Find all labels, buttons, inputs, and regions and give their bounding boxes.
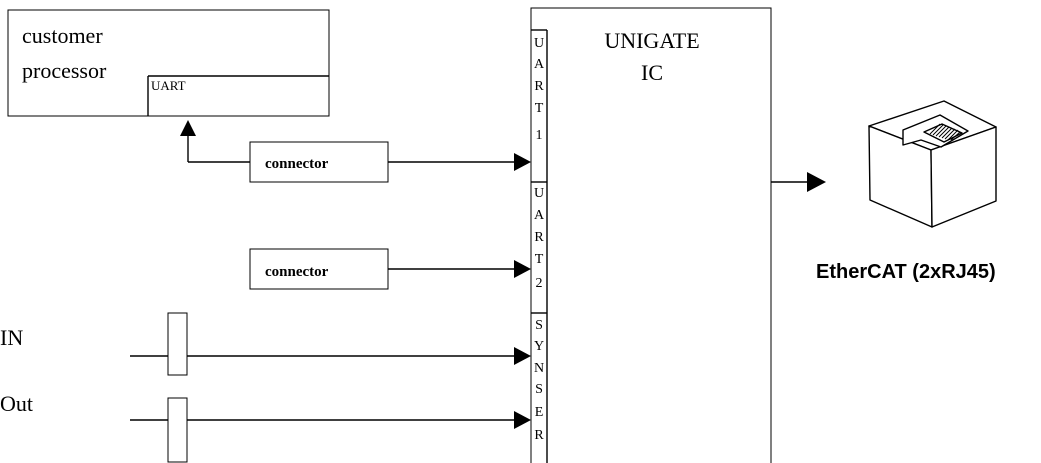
uart1-letter: T [535,101,544,116]
unigate-title-line1: UNIGATE [604,28,699,53]
synser-letter: R [534,428,544,443]
uart1-input-arrow-icon [514,153,531,171]
customer-processor-box [7,9,330,117]
connector-1-box [249,141,389,183]
uart2-input-arrow-icon [514,260,531,278]
uart2-letter: U [534,186,544,201]
uart1-letter: U [534,36,544,51]
out-label: Out [0,391,33,416]
unigate-ic-block: UNIGATE IC U A R T 1 U A R T 2 S Y N S E… [530,7,772,463]
uart1-letter: R [534,79,544,94]
customer-processor-title-line2: processor [22,58,107,83]
customer-uart-label: UART [151,78,186,93]
customer-uart-link [180,120,250,163]
synser-letter: Y [534,339,544,354]
uart2-letter: T [535,252,544,267]
customer-processor-block: customer processor UART [7,9,330,117]
in-label: IN [0,325,23,350]
uart2-letter: 2 [536,276,543,291]
synser-letter: E [535,405,544,420]
connector-1: connector [249,141,531,183]
in-signal-filter-box [167,312,188,376]
uart2-letter: R [534,230,544,245]
in-signal: IN [0,312,531,376]
unigate-title-line2: IC [641,60,663,85]
synser-letter: S [535,318,543,333]
rj45-jack-icon [868,100,997,228]
uart1-letter: 1 [536,128,543,143]
unigate-ic-box [530,7,772,463]
out-signal: Out [0,391,531,463]
connector-2-label: connector [265,264,329,280]
ethercat-label: EtherCAT (2xRJ45) [816,261,996,283]
customer-processor-title-line1: customer [22,23,103,48]
uart1-letter: A [534,57,545,72]
ethercat-output-arrow-icon [807,172,826,192]
ethercat-output [771,172,826,192]
uart1-port: U A R T 1 [534,36,545,143]
out-signal-filter-box [167,397,188,463]
connector-1-label: connector [265,156,329,172]
synser-letter: S [535,382,543,397]
uart2-letter: A [534,208,545,223]
customer-uart-arrow-icon [180,120,196,136]
connector-2-box [249,248,389,290]
rj45-contacts [929,123,961,141]
uart2-port: U A R T 2 [534,186,545,291]
in-signal-arrow-icon [514,347,531,365]
connector-2: connector [249,248,531,290]
out-signal-arrow-icon [514,411,531,429]
synser-letter: N [534,361,544,376]
synser-port: S Y N S E R [534,318,544,443]
